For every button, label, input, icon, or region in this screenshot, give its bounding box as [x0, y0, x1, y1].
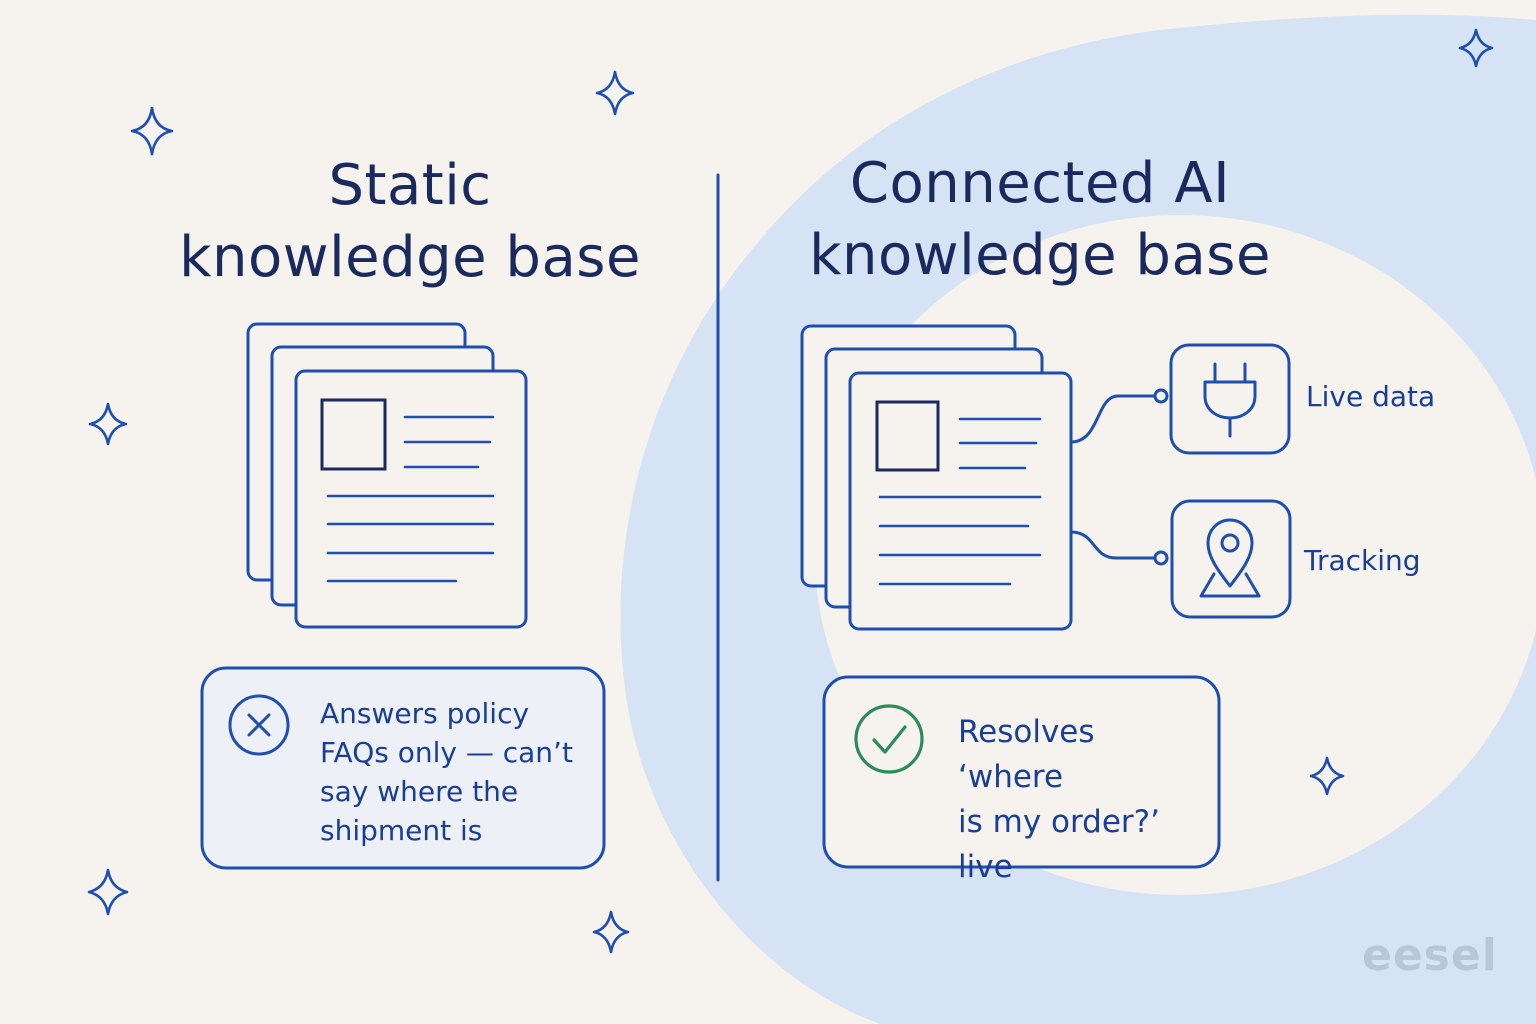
static-callout-box: [200, 666, 606, 870]
connected-kb-title-line1: Connected AI: [849, 151, 1231, 216]
static-callout-line: say where the: [320, 775, 519, 808]
check-circle-icon: [854, 704, 924, 774]
sparkle-icon: [595, 70, 635, 116]
plug-icon: [1203, 362, 1257, 438]
connected-document-stack: [800, 324, 1073, 631]
tracking-box: [1170, 499, 1292, 619]
static-callout-line: FAQs only — can’t: [320, 736, 573, 769]
map-pin-icon: [1199, 518, 1261, 598]
connected-callout-line: is my order?’: [958, 804, 1160, 840]
sparkle-icon: [1309, 756, 1345, 796]
connected-kb-title-line2: knowledge base: [809, 223, 1271, 288]
static-document-stack: [246, 322, 528, 629]
static-callout-text: Answers policy FAQs only — can’t say whe…: [320, 694, 590, 850]
connected-kb-title: Connected AI knowledge base: [780, 148, 1300, 292]
sparkle-icon: [130, 106, 174, 156]
static-kb-title: Static knowledge base: [150, 150, 670, 294]
x-circle-icon: [228, 694, 290, 756]
static-kb-title-line2: knowledge base: [179, 225, 641, 290]
sparkle-icon: [87, 868, 129, 916]
connected-callout-line: Resolves ‘where: [958, 714, 1095, 795]
static-callout-line: shipment is: [320, 814, 483, 847]
live-data-box: [1169, 343, 1291, 455]
sparkle-icon: [88, 402, 128, 446]
brand-logo: eesel: [1362, 930, 1498, 981]
connector-lines: [1069, 388, 1169, 566]
static-kb-title-line1: Static: [328, 153, 492, 218]
sparkle-icon: [592, 910, 630, 954]
sparkle-icon: [1458, 28, 1494, 68]
sparkle-icons: [87, 28, 1494, 954]
tracking-label: Tracking: [1304, 544, 1421, 577]
static-callout-line: Answers policy: [320, 697, 530, 730]
connected-callout-line: live: [958, 849, 1013, 885]
live-data-label: Live data: [1306, 380, 1436, 413]
connected-callout-text: Resolves ‘where is my order?’ live: [958, 710, 1208, 890]
connected-callout-box: [822, 675, 1221, 869]
